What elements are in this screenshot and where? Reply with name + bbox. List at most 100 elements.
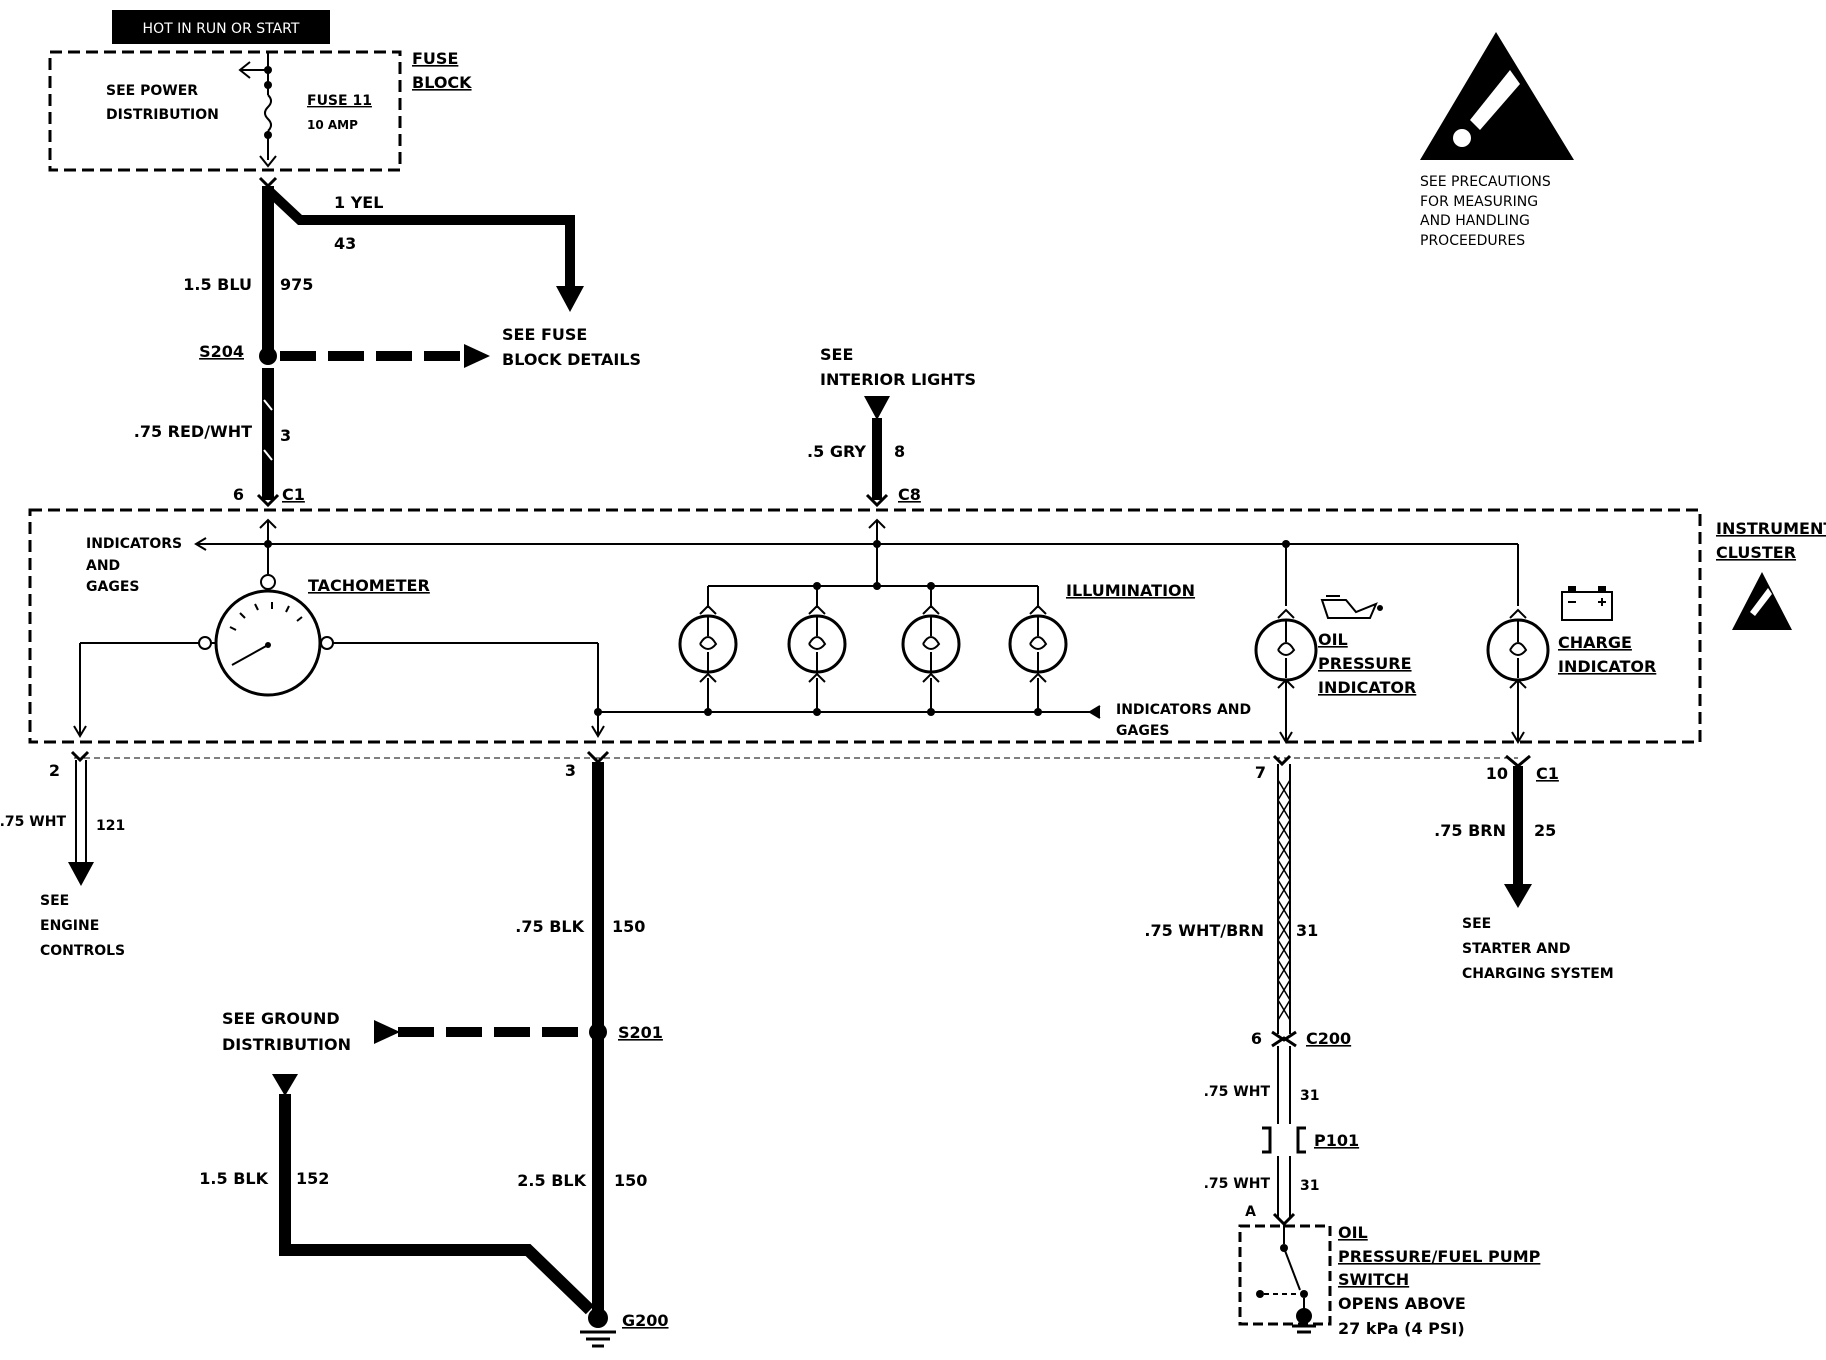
wires-redwht-size: .75 RED/WHT xyxy=(134,422,252,441)
wire-31-wht xyxy=(1277,1046,1291,1218)
wire-8-gry xyxy=(864,396,890,508)
wires-whtbrn-circuit: 31 xyxy=(1296,921,1318,940)
wires-wht31a-size: .75 WHT xyxy=(1204,1084,1271,1100)
ground-icon xyxy=(1296,1308,1312,1324)
refs-see-starter-3: CHARGING SYSTEM xyxy=(1462,966,1614,982)
splice-s201 xyxy=(374,1020,607,1044)
cluster-ind-gages-1: INDICATORS xyxy=(86,536,182,552)
wires-gry-circuit: 8 xyxy=(894,442,905,461)
wires-wht31b-size: .75 WHT xyxy=(1204,1176,1271,1192)
wires-whtbrn-size: .75 WHT/BRN xyxy=(1144,921,1264,940)
illumination-bulb-icon xyxy=(678,604,738,683)
arrow-down-icon xyxy=(272,1074,298,1096)
fuse-block-title-1: FUSE xyxy=(412,49,458,68)
esd-warning-icon xyxy=(1420,32,1574,160)
wire-150-blk xyxy=(586,750,610,1310)
fuse-block-fuse-rating: 10 AMP xyxy=(307,118,358,132)
splices-s201: S201 xyxy=(618,1023,663,1042)
arrow-right-icon xyxy=(374,1020,400,1044)
wire-43-yel xyxy=(264,186,584,312)
wire-152-blk xyxy=(272,1074,595,1315)
wire-121-wht xyxy=(68,750,94,886)
arrow-down-icon xyxy=(864,396,890,420)
cluster-oil-2: PRESSURE xyxy=(1318,654,1412,673)
splices-g200: G200 xyxy=(622,1311,669,1330)
wires-brn-circuit: 25 xyxy=(1534,821,1556,840)
refs-see-ground-1: SEE GROUND xyxy=(222,1009,340,1028)
esd-small-icon xyxy=(1732,572,1792,630)
wires-wht-size: .75 WHT xyxy=(0,814,66,830)
connector-c200 xyxy=(1271,1030,1297,1048)
refs-see-interior-1: SEE xyxy=(820,345,853,364)
oil-pressure-switch xyxy=(1238,1212,1332,1334)
arrow-down-icon xyxy=(556,286,584,312)
wires-yel-circuit: 43 xyxy=(334,234,356,253)
refs-see-fuse-2: BLOCK DETAILS xyxy=(502,350,641,369)
cluster-ind-gages-right-2: GAGES xyxy=(1116,723,1169,739)
esd-note-line-1: SEE PRECAUTIONS xyxy=(1420,174,1551,190)
header-hot-label: HOT IN RUN OR START xyxy=(143,21,300,37)
splices-pin-7: 7 xyxy=(1255,763,1266,782)
splices-c200: C200 xyxy=(1306,1029,1351,1048)
wires-blk-circuit: 150 xyxy=(612,917,645,936)
splices-c8: C8 xyxy=(898,485,921,504)
power-arrow-icon xyxy=(238,61,251,79)
splices-s204: S204 xyxy=(199,342,244,361)
wires-blk152-size: 1.5 BLK xyxy=(199,1169,268,1188)
cluster-oil-3: INDICATOR xyxy=(1318,678,1416,697)
cluster-junction-dots xyxy=(264,540,1290,716)
wire-975-blu xyxy=(258,176,278,355)
oil-switch-line-1: OIL xyxy=(1338,1223,1368,1242)
charge-bulb-icon xyxy=(1486,608,1550,689)
arrow-down-icon xyxy=(1504,884,1532,908)
cluster-title-2: CLUSTER xyxy=(1716,543,1796,562)
wires-wht-circuit: 121 xyxy=(96,818,125,834)
illumination-bulb-icon xyxy=(901,604,961,683)
cluster-illumination: ILLUMINATION xyxy=(1066,581,1195,600)
cluster-ind-gages-right-1: INDICATORS AND xyxy=(1116,702,1251,718)
refs-see-engine-3: CONTROLS xyxy=(40,943,125,959)
fuse-icon xyxy=(264,94,272,132)
cluster-ind-gages-3: GAGES xyxy=(86,579,139,595)
wire-25-brn xyxy=(1504,754,1532,908)
wires-redwht-circuit: 3 xyxy=(280,426,291,445)
splices-switch-pin: A xyxy=(1245,1204,1256,1220)
fuse-block: FUSE BLOCK SEE POWER DISTRIBUTION FUSE 1… xyxy=(48,49,472,172)
connector-p101 xyxy=(1262,1126,1306,1154)
cluster-ind-gages-2: AND xyxy=(86,558,120,574)
esd-note-line-4: PROCEEDURES xyxy=(1420,233,1525,249)
splices-pin-3: 3 xyxy=(565,761,576,780)
oil-can-icon xyxy=(1320,595,1383,619)
esd-note-line-2: FOR MEASURING xyxy=(1420,194,1538,210)
refs-see-starter-2: STARTER AND xyxy=(1462,941,1570,957)
wires-blk-size: .75 BLK xyxy=(515,917,584,936)
oil-switch-line-2: PRESSURE/FUEL PUMP xyxy=(1338,1247,1541,1266)
cluster-title-1: INSTRUMENT xyxy=(1716,519,1826,538)
ground-icon xyxy=(580,1308,616,1348)
refs-see-ground-2: DISTRIBUTION xyxy=(222,1035,351,1054)
wires-blk25-circuit: 150 xyxy=(614,1171,647,1190)
cluster-wiring xyxy=(73,518,1525,744)
refs-see-starter-1: SEE xyxy=(1462,916,1491,932)
illumination-bulb-icon xyxy=(787,604,847,683)
esd-note-line-3: AND HANDLING xyxy=(1420,213,1530,229)
wires-wht31a-circuit: 31 xyxy=(1300,1088,1319,1104)
splices-c1-bottom: C1 xyxy=(1536,764,1559,783)
refs-see-fuse-1: SEE FUSE xyxy=(502,325,587,344)
fuse-block-see-power-2: DISTRIBUTION xyxy=(106,107,219,123)
refs-see-engine-2: ENGINE xyxy=(40,918,99,934)
battery-icon xyxy=(1561,586,1613,621)
wires-gry-size: .5 GRY xyxy=(807,442,866,461)
fuse-block-title-2: BLOCK xyxy=(412,73,472,92)
tachometer-icon xyxy=(198,574,334,697)
oil-switch-line-4: OPENS ABOVE xyxy=(1338,1294,1466,1313)
splices-c1-top: C1 xyxy=(282,485,305,504)
wires-blu-circuit: 975 xyxy=(280,275,313,294)
hot-in-run-label: HOT IN RUN OR START xyxy=(112,10,330,44)
oil-switch-line-3: SWITCH xyxy=(1338,1270,1409,1289)
fuse-block-see-power-1: SEE POWER xyxy=(106,83,198,99)
oil-pressure-bulb-icon xyxy=(1254,608,1318,689)
wires-wht31b-circuit: 31 xyxy=(1300,1178,1319,1194)
splices-pin-2: 2 xyxy=(49,761,60,780)
